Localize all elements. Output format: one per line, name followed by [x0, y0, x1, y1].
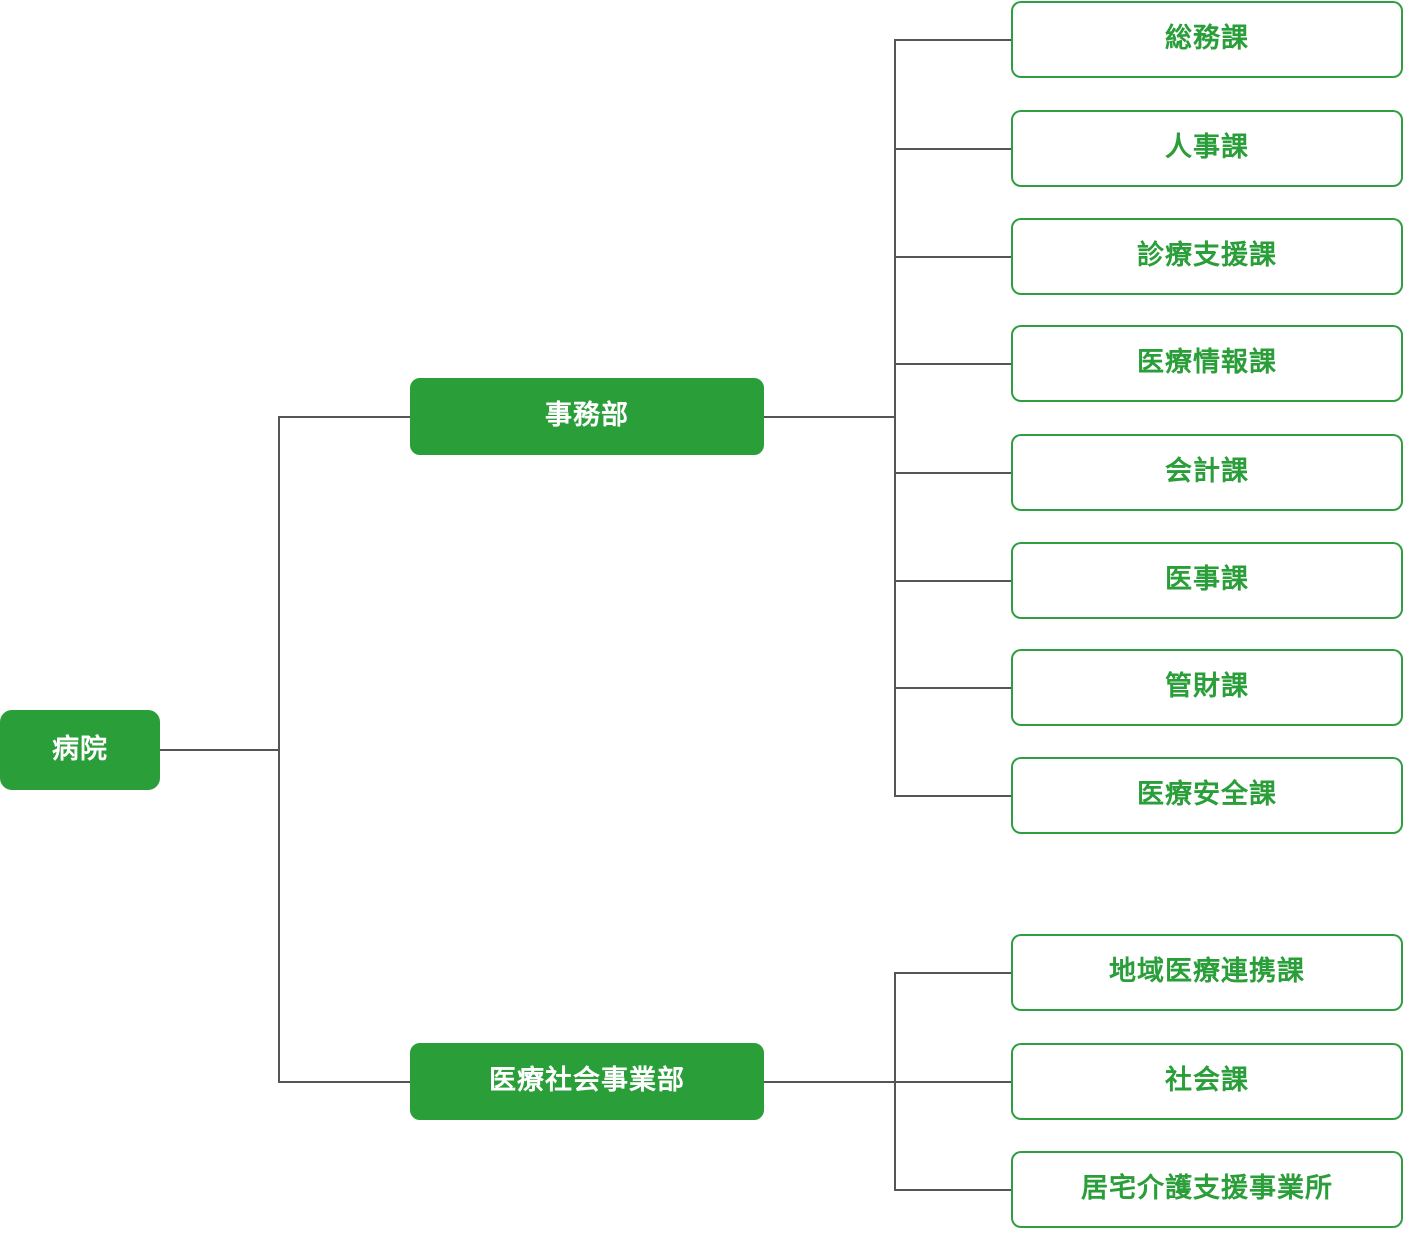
- connector-main-vertical-trunk: [278, 416, 280, 1083]
- connector-stub-section-0-6: [894, 687, 1013, 689]
- node-section-0-7-label: 医療安全課: [1137, 779, 1277, 811]
- connector-root-to-trunk: [160, 749, 280, 751]
- node-section-iryoanzenka[interactable]: 医療安全課: [1011, 757, 1403, 834]
- node-section-0-1-label: 人事課: [1165, 132, 1249, 164]
- connector-dept-0-to-subtrunk: [764, 416, 896, 418]
- connector-stub-section-0-0: [894, 39, 1013, 41]
- connector-stub-section-0-2: [894, 256, 1013, 258]
- connector-stub-section-0-3: [894, 363, 1013, 365]
- node-section-jinjika[interactable]: 人事課: [1011, 110, 1403, 187]
- node-section-shakaika[interactable]: 社会課: [1011, 1043, 1403, 1120]
- node-section-0-4-label: 会計課: [1165, 456, 1249, 488]
- connector-trunk-to-dept-1: [278, 1081, 412, 1083]
- connector-stub-section-0-5: [894, 580, 1013, 582]
- node-section-1-2-label: 居宅介護支援事業所: [1081, 1173, 1333, 1205]
- connector-subtrunk-dept-0: [894, 39, 896, 797]
- node-section-1-1-label: 社会課: [1165, 1065, 1249, 1097]
- node-section-1-0-label: 地域医療連携課: [1109, 956, 1305, 988]
- node-section-0-5-label: 医事課: [1165, 564, 1249, 596]
- node-section-0-0-label: 総務課: [1165, 23, 1249, 55]
- node-section-0-2-label: 診療支援課: [1137, 240, 1277, 272]
- connector-stub-section-1-0: [894, 972, 1013, 974]
- node-root-hospital[interactable]: 病院: [0, 710, 160, 790]
- node-department-0-label: 事務部: [545, 400, 629, 432]
- node-department-jimubu[interactable]: 事務部: [410, 378, 764, 455]
- node-section-chiikiiryorenkeika[interactable]: 地域医療連携課: [1011, 934, 1403, 1011]
- node-department-iryoshakaijigyobu[interactable]: 医療社会事業部: [410, 1043, 764, 1120]
- node-section-kaikeika[interactable]: 会計課: [1011, 434, 1403, 511]
- node-section-shinryoshienka[interactable]: 診療支援課: [1011, 218, 1403, 295]
- connector-stub-section-0-7: [894, 795, 1013, 797]
- node-section-kanzaika[interactable]: 管財課: [1011, 649, 1403, 726]
- node-root-label: 病院: [52, 733, 108, 765]
- node-department-1-label: 医療社会事業部: [489, 1065, 685, 1097]
- connector-dept-1-to-subtrunk: [764, 1081, 896, 1083]
- node-section-0-3-label: 医療情報課: [1137, 347, 1277, 379]
- node-section-soumuka[interactable]: 総務課: [1011, 1, 1403, 78]
- node-section-0-6-label: 管財課: [1165, 671, 1249, 703]
- connector-trunk-to-dept-0: [278, 416, 412, 418]
- connector-stub-section-0-4: [894, 472, 1013, 474]
- node-section-ijika[interactable]: 医事課: [1011, 542, 1403, 619]
- connector-stub-section-0-1: [894, 148, 1013, 150]
- connector-stub-section-1-2: [894, 1189, 1013, 1191]
- node-section-kyotakukaigoshienjigyosho[interactable]: 居宅介護支援事業所: [1011, 1151, 1403, 1228]
- node-section-iryojohoka[interactable]: 医療情報課: [1011, 325, 1403, 402]
- connector-stub-section-1-1: [894, 1081, 1013, 1083]
